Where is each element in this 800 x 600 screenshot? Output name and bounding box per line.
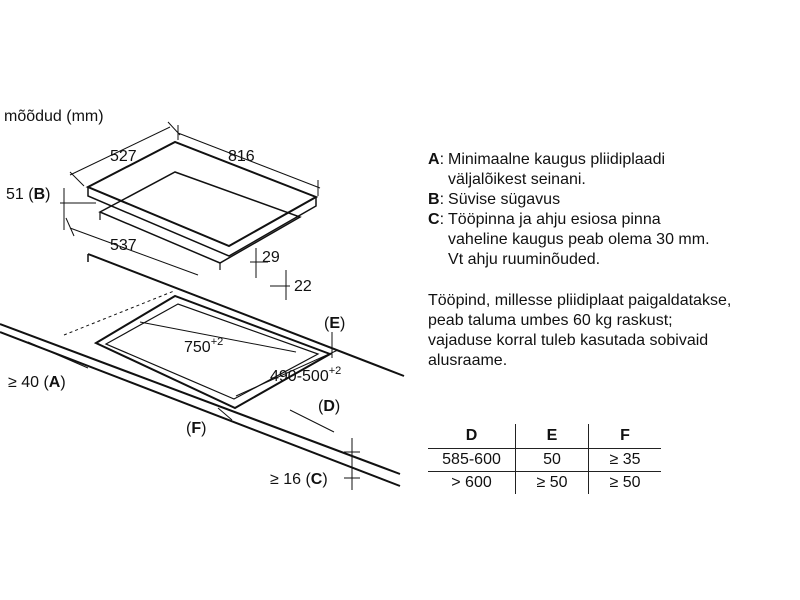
table-cell: > 600 — [428, 471, 516, 494]
dim-750: 750+2 — [184, 336, 223, 356]
table-cell: ≥ 50 — [588, 471, 661, 494]
note-a: A: Minimaalne kaugus pliidiplaadi väljal… — [428, 151, 666, 188]
worktop-load-note: Tööpind, millesse pliidiplaat paigaldata… — [428, 292, 732, 369]
dim-a: ≥ 40 (A) — [8, 374, 66, 391]
legend-notes: A: Minimaalne kaugus pliidiplaadi väljal… — [428, 150, 800, 270]
table-cell: 50 — [515, 448, 589, 472]
note-text: Süvise sügavus — [448, 191, 561, 208]
dimension-table: D E F 585-600 50 ≥ 35 > 600 ≥ 50 ≥ 50 — [428, 424, 661, 494]
label-d: (D) — [318, 398, 340, 415]
table-row: 585-600 50 ≥ 35 — [428, 448, 661, 472]
table-cell: ≥ 50 — [515, 471, 589, 494]
hob-body — [87, 187, 317, 257]
note-letter: B — [428, 191, 440, 208]
dim-537: 537 — [110, 237, 137, 254]
table-row: > 600 ≥ 50 ≥ 50 — [428, 471, 661, 494]
note-text: Tööpinna ja ahju esiosa pinna vaheline k… — [448, 211, 710, 268]
note-letter: A — [428, 151, 440, 168]
worktop-back-edge — [87, 253, 405, 377]
dim-22: 22 — [294, 278, 312, 295]
dim-816: 816 — [228, 148, 255, 165]
dim-51-b: 51 (B) — [6, 186, 50, 203]
dim-line-490 — [235, 349, 339, 397]
note-b: B: Süvise sügavus — [428, 191, 561, 208]
label-f: (F) — [186, 420, 206, 437]
worktop-front-edge-lower — [0, 331, 401, 487]
dim-line-527 — [69, 126, 171, 176]
dim-29: 29 — [262, 249, 280, 266]
dim-line-816 — [177, 132, 321, 189]
worktop-cutout-inner — [104, 303, 320, 400]
dim-490-500: 490-500+2 — [270, 365, 341, 385]
dim-527: 527 — [110, 148, 137, 165]
column-header-d: D — [465, 427, 478, 444]
installation-diagram: 527 816 51 (B) 537 29 22 750+2 490-500+2… — [0, 108, 405, 490]
worktop-front-edge — [0, 323, 401, 475]
dim-c: ≥ 16 (C) — [270, 471, 328, 488]
table-header-row: D E F — [428, 424, 661, 449]
cutout-guide — [63, 290, 175, 336]
column-header-f: F — [588, 424, 661, 449]
hob-box — [98, 171, 302, 264]
note-letter: C — [428, 211, 440, 228]
column-header-e: E — [515, 424, 589, 449]
units-label: mõõdud (mm) — [4, 108, 104, 125]
label-e: (E) — [324, 315, 345, 332]
table-cell: 585-600 — [428, 448, 516, 472]
note-text: Minimaalne kaugus pliidiplaadi väljalõik… — [448, 151, 666, 188]
table-cell: ≥ 35 — [588, 448, 661, 472]
dim-line-750 — [139, 321, 297, 353]
note-c: C: Tööpinna ja ahju esiosa pinna vahelin… — [428, 211, 710, 268]
dim-line-537 — [69, 227, 199, 276]
